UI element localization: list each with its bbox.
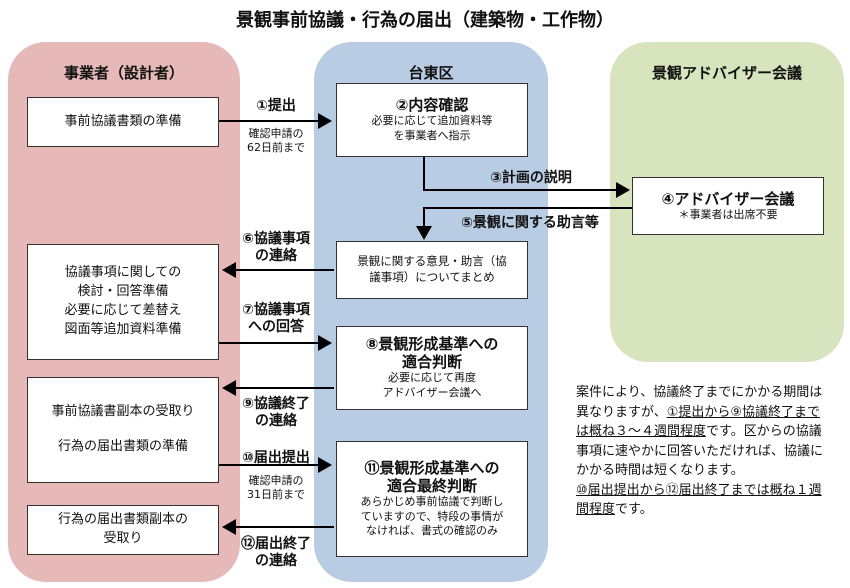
box-review-answer: 協議事項に関しての 検討・回答準備 必要に応じて差替え 図面等追加資料準備	[27, 244, 219, 360]
arrow-explain-plan	[423, 157, 630, 198]
box-prepare-documents: 事前協議書類の準備	[27, 97, 219, 147]
page-title: 景観事前協議・行為の届出（建築物・工作物）	[236, 10, 614, 31]
note-notice-deadline: 確認申請の 31日前まで	[247, 474, 305, 502]
column-header-middle: 台東区	[408, 64, 454, 82]
box-receive-notice-copy: 行為の届出書類副本の 受取り	[27, 505, 219, 555]
box-advisor-meeting: ④アドバイザー会議 ＊事業者は出席不要	[632, 177, 824, 235]
label-answer-items: ⑦協議事項 への回答	[242, 302, 310, 335]
column-header-left: 事業者（設計者）	[63, 64, 184, 82]
label-submit: ①提出	[256, 98, 296, 114]
box-conformity-judgment: ⑧景観形成基準への 適合判断 必要に応じて再度 アドバイザー会議へ	[336, 326, 528, 410]
note-submit-deadline: 確認申請の 62日前まで	[247, 127, 305, 155]
box-final-judgment: ⑪景観形成基準への 適合最終判断 あらかじめ事前協議で判断し ていますので、特段…	[336, 441, 528, 557]
label-submit-notice: ⑩届出提出	[242, 450, 310, 466]
column-header-right: 景観アドバイザー会議	[651, 64, 802, 82]
label-notify-end: ⑨協議終了 の連絡	[242, 396, 310, 429]
label-notify-finish: ⑫届出終了 の連絡	[241, 536, 311, 569]
label-explain-plan: ③計画の説明	[490, 170, 572, 186]
duration-note-paragraph-2: ⑩届出提出から⑫届出終了までは概ね１週間程度です。	[576, 482, 822, 518]
duration-note-paragraph-1: 案件により、協議終了までにかかる期間は異なりますが、①提出から⑨協議終了までは概…	[576, 385, 824, 478]
box-summarize-opinions: 景観に関する意見・助言（協 議事項）についてまとめ	[336, 241, 528, 299]
label-advice: ⑤景観に関する助言等	[461, 215, 599, 231]
duration-note: 案件により、協議終了までにかかる期間は異なりますが、①提出から⑨協議終了までは概…	[576, 383, 831, 520]
box-receive-copy: 事前協議書副本の受取り 行為の届出書類の準備	[27, 377, 219, 483]
box-content-check: ②内容確認 必要に応じて追加資料等 を事業者へ指示	[336, 83, 528, 157]
label-notify-items: ⑥協議事項 の連絡	[242, 231, 310, 264]
